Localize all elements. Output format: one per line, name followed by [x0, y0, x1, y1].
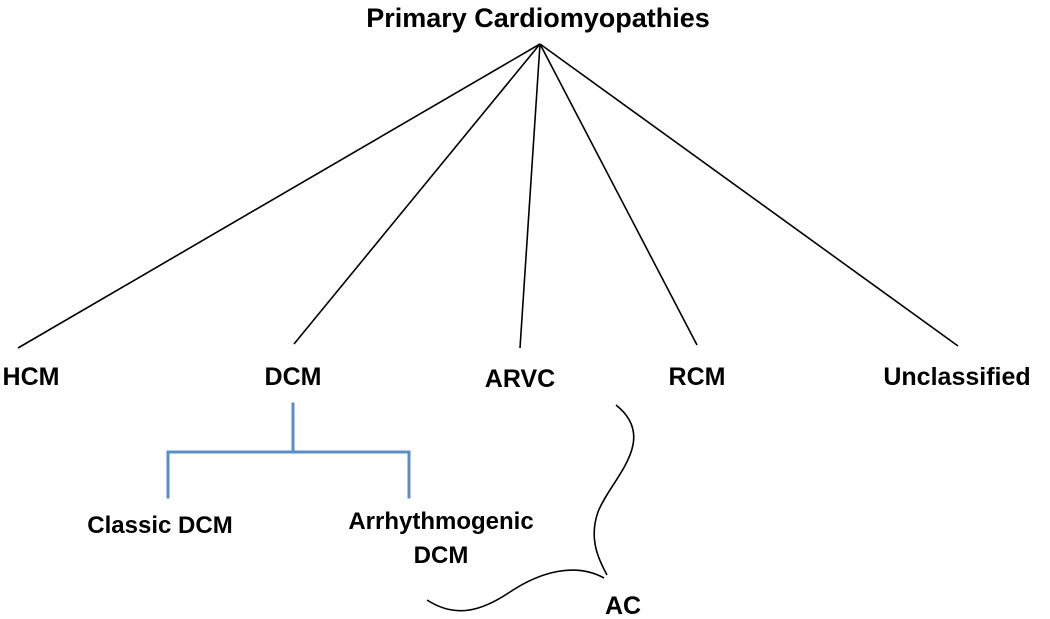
- root-title: Primary Cardiomyopathies: [366, 3, 710, 33]
- edge-root-dcm: [293, 43, 541, 345]
- ac-grouping-curves: [426, 404, 635, 612]
- node-ac: AC: [605, 592, 641, 619]
- edge-root-hcm: [17, 43, 541, 349]
- edge-root-rcm: [539, 43, 698, 346]
- node-unclassified: Unclassified: [883, 363, 1030, 391]
- node-classic-dcm: Classic DCM: [87, 512, 232, 539]
- node-rcm: RCM: [669, 363, 726, 391]
- curve-arrhythmogenic-dcm-to-ac: [426, 569, 605, 612]
- node-hcm: HCM: [3, 363, 60, 391]
- edge-root-unclassified: [539, 43, 959, 347]
- node-arrhythmogenic-dcm-line1: Arrhythmogenic: [348, 508, 533, 535]
- node-arvc: ARVC: [485, 365, 555, 393]
- node-arrhythmogenic-dcm-line2: DCM: [414, 542, 469, 569]
- dcm-bracket: [166, 402, 411, 499]
- edge-root-arvc: [519, 43, 541, 349]
- node-dcm: DCM: [265, 363, 322, 391]
- root-edges: [17, 43, 959, 349]
- curve-arvc-to-ac: [593, 404, 635, 576]
